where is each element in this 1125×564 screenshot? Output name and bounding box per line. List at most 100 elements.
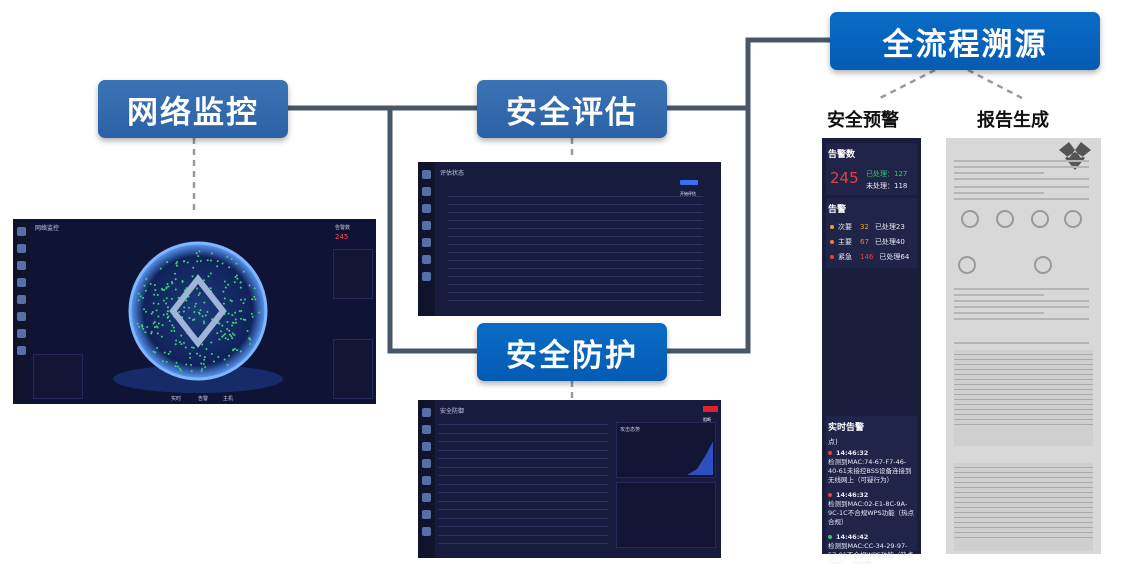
globe-node xyxy=(228,333,231,336)
protect-sidebar xyxy=(418,400,435,558)
globe-node xyxy=(235,262,238,265)
globe-node xyxy=(228,329,231,332)
monitor-tab-3[interactable]: 主机 xyxy=(223,396,234,402)
eval-table-row xyxy=(448,260,703,261)
alert-title: 告警数 xyxy=(828,150,856,160)
globe-node xyxy=(145,277,148,280)
globe-node xyxy=(162,313,165,316)
globe-node xyxy=(224,286,227,289)
globe-node xyxy=(222,302,225,305)
trace-box-label: 全流程溯源 xyxy=(882,26,1048,63)
protect-table-row xyxy=(438,526,608,527)
protect-table-row xyxy=(438,441,608,442)
globe-node xyxy=(203,279,206,282)
globe-node xyxy=(173,330,176,333)
globe-node xyxy=(193,305,196,308)
globe-node xyxy=(216,260,219,263)
globe-node xyxy=(198,312,201,315)
level-name: 主要 xyxy=(838,238,852,246)
eval-table-row xyxy=(448,220,703,221)
protect-table-row xyxy=(438,424,608,425)
report-line xyxy=(954,198,1089,200)
globe-node xyxy=(188,352,191,355)
globe-node xyxy=(178,311,181,314)
globe-node xyxy=(210,352,213,355)
report-table-row xyxy=(954,415,1093,420)
eval-start-label: 开始评估 xyxy=(680,191,696,196)
eval-screenshot: 评估状态 开始评估 xyxy=(418,162,721,316)
globe-node xyxy=(210,259,213,262)
globe-node xyxy=(150,332,153,335)
globe-node xyxy=(156,332,159,335)
globe-node xyxy=(230,258,233,261)
globe-node xyxy=(183,306,186,309)
globe-node xyxy=(168,320,171,323)
report-subtitle: 报告生成 xyxy=(977,110,1049,131)
globe-node xyxy=(170,297,173,300)
globe-node xyxy=(223,333,226,336)
globe-node xyxy=(174,343,177,346)
globe-node xyxy=(221,324,224,327)
report-gauge-1 xyxy=(961,210,979,228)
globe-node xyxy=(203,301,206,304)
globe-node xyxy=(231,321,234,324)
monitor-tab-1[interactable]: 实时 xyxy=(171,396,182,402)
protect-title: 安全防御 xyxy=(440,408,465,415)
globe-node xyxy=(192,346,195,349)
report-table-row xyxy=(954,395,1093,400)
globe-node xyxy=(155,346,158,349)
globe-node xyxy=(155,309,158,312)
globe-node xyxy=(182,260,185,263)
globe-node xyxy=(203,356,206,359)
globe-node xyxy=(251,298,254,301)
eval-table-row xyxy=(448,236,703,237)
globe-node xyxy=(202,363,205,366)
monitor-box-label: 网络监控 xyxy=(127,94,259,131)
globe-node xyxy=(144,289,147,292)
globe-node xyxy=(194,302,197,305)
globe-node xyxy=(163,351,166,354)
eval-start-button[interactable]: 开始评估 xyxy=(680,180,698,196)
eval-table-row xyxy=(448,300,703,301)
report-table-row xyxy=(954,400,1093,405)
globe-node xyxy=(195,252,198,255)
report-table-row xyxy=(954,380,1093,385)
monitor-tab-2[interactable]: 告警 xyxy=(198,396,209,402)
globe-node xyxy=(178,341,181,344)
globe-node xyxy=(177,296,180,299)
globe-node xyxy=(199,309,202,312)
globe-node xyxy=(180,343,183,346)
globe-node xyxy=(239,317,242,320)
eval-table-row xyxy=(448,268,703,269)
globe-node xyxy=(228,266,231,269)
globe-node xyxy=(198,250,201,253)
dash-trace-left xyxy=(879,68,936,100)
globe-node xyxy=(187,306,190,309)
globe-node xyxy=(165,287,168,290)
globe-node xyxy=(226,328,229,331)
globe-node xyxy=(221,262,224,265)
globe-node xyxy=(143,284,146,287)
report-table-row xyxy=(954,410,1093,415)
globe-node xyxy=(165,360,168,363)
globe-node xyxy=(204,314,207,317)
globe-node xyxy=(192,266,195,269)
globe-node xyxy=(141,325,144,328)
globe-node xyxy=(212,360,215,363)
globe-node xyxy=(231,337,234,340)
globe-node xyxy=(190,346,193,349)
report-table-row xyxy=(954,405,1093,410)
line-protect-trace xyxy=(667,108,751,354)
globe-node xyxy=(166,312,169,315)
globe-node xyxy=(183,341,186,344)
eval-table-row xyxy=(448,252,703,253)
